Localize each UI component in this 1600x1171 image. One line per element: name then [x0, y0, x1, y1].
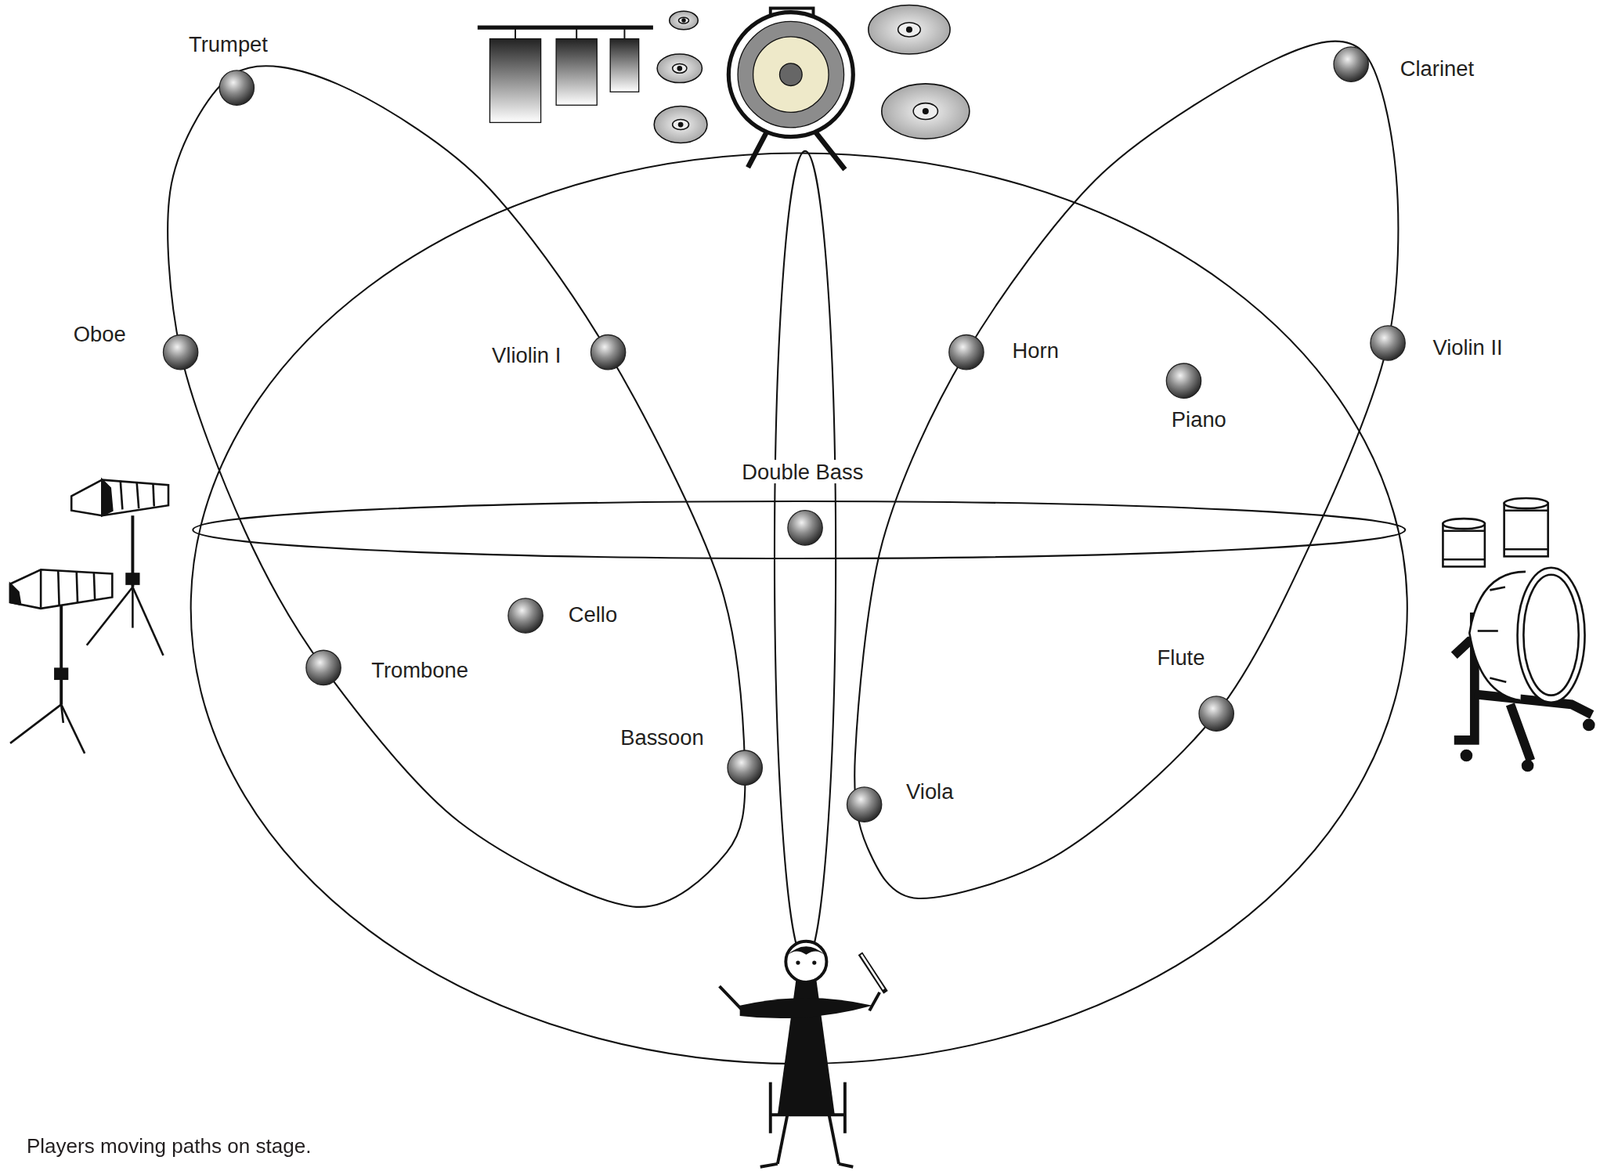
conductor: [719, 941, 886, 1167]
instrument-label: Vliolin I: [489, 343, 563, 368]
player-dot: [787, 510, 823, 546]
mallet-instruments: [10, 480, 169, 754]
movement-paths: [167, 41, 1408, 1065]
instrument-label: Oboe: [71, 321, 128, 346]
player-dot: [590, 335, 625, 370]
instrument-label: Double Bass: [740, 459, 866, 484]
player-dots: [162, 46, 1405, 822]
instrument-label: Piano: [1169, 408, 1228, 432]
instrument-label: Clarinet: [1397, 56, 1477, 80]
player-dot: [846, 787, 882, 822]
right-loop-path: [854, 41, 1398, 899]
tubular-bells: [477, 27, 654, 123]
instrument-label: Horn: [1010, 338, 1062, 362]
outer-path: [191, 153, 1408, 1065]
player-dot: [306, 650, 341, 685]
instrument-label: Bassoon: [618, 725, 707, 749]
player-dot: [1166, 363, 1201, 398]
player-dot: [162, 335, 198, 370]
player-dot: [508, 598, 543, 633]
instrument-label: Trombone: [369, 657, 471, 682]
player-dot: [1199, 696, 1234, 731]
instrument-label: Flute: [1155, 645, 1207, 669]
caption: Players moving paths on stage.: [26, 1134, 312, 1157]
player-dot: [1370, 325, 1405, 361]
cymbals: [653, 5, 970, 144]
vertical-path: [774, 151, 836, 962]
drums: [1442, 498, 1594, 771]
player-dot: [219, 70, 254, 105]
instrument-label: Cello: [566, 603, 620, 627]
instrument-label: Viola: [903, 779, 956, 803]
player-dot: [727, 750, 763, 785]
player-dot: [949, 335, 984, 370]
player-dot: [1333, 46, 1369, 82]
instrument-label: Violin II: [1430, 335, 1505, 359]
left-loop-path: [167, 65, 745, 907]
gong: [728, 7, 853, 170]
horizontal-path: [192, 501, 1405, 559]
instrument-label: Trumpet: [186, 32, 270, 56]
